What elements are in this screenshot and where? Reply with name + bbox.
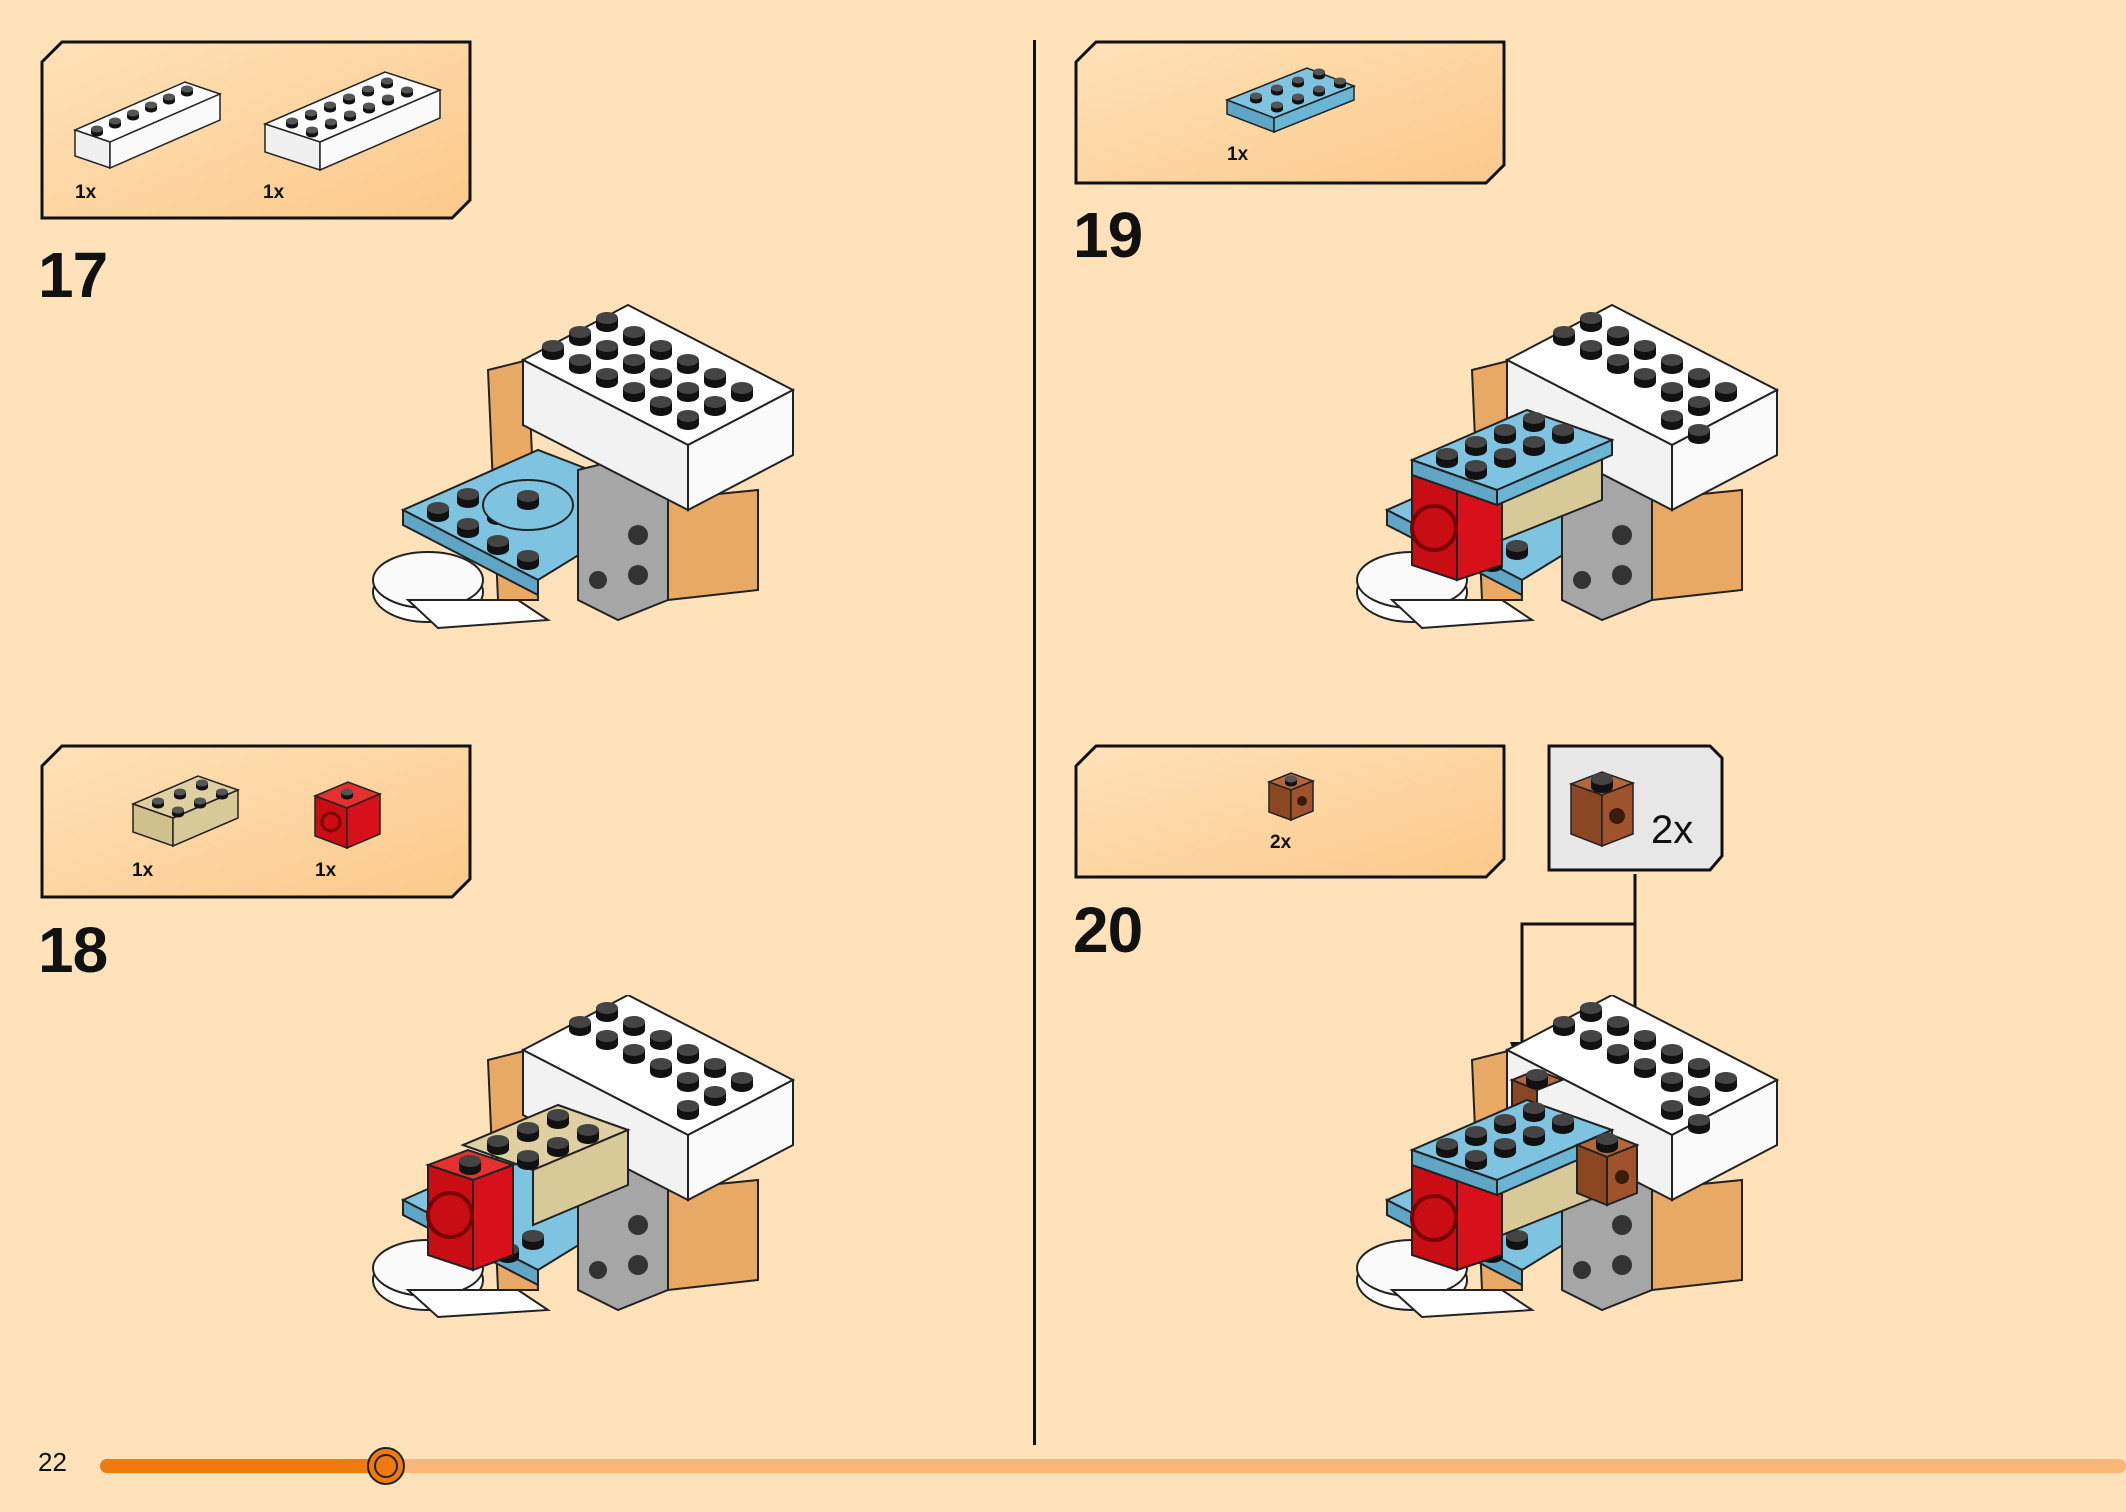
tan-brick-2x3-part <box>130 775 241 848</box>
step-number: 20 <box>1073 894 1143 966</box>
callout-frame <box>40 744 472 899</box>
page-number: 22 <box>38 1447 67 1477</box>
brown-technic-brick-part <box>1266 772 1316 822</box>
parts-callout-step-17: 1x 1x <box>40 40 472 220</box>
page-divider <box>1033 40 1036 1445</box>
subassembly-quantity: 2x <box>1651 808 1694 852</box>
parts-callout-step-20: 2x <box>1074 744 1506 879</box>
step-number: 19 <box>1073 199 1143 271</box>
white-brick-1x6-part <box>72 81 223 170</box>
progress-fill <box>100 1459 386 1473</box>
progress-bar <box>100 1447 2126 1485</box>
part-quantity: 1x <box>1227 144 1249 165</box>
part-quantity: 1x <box>315 860 337 881</box>
model-assembly-step-18 <box>372 995 796 1319</box>
progress-track <box>100 1459 2126 1473</box>
part-quantity: 2x <box>1270 832 1292 853</box>
subassembly-callout: 2x <box>1547 744 1724 874</box>
step-number: 18 <box>38 914 108 986</box>
step-number: 17 <box>38 239 108 311</box>
red-technic-brick-part <box>312 781 383 850</box>
model-assembly-step-19 <box>1356 303 1780 630</box>
model-assembly-step-20 <box>1356 995 1780 1319</box>
model-assembly-step-17 <box>372 303 796 630</box>
brown-technic-brick-icon <box>1568 771 1636 848</box>
parts-callout-step-19: 1x <box>1074 40 1506 185</box>
part-quantity: 1x <box>263 182 285 203</box>
progress-knob <box>367 1447 405 1485</box>
part-quantity: 1x <box>132 860 154 881</box>
parts-callout-step-18: 1x 1x <box>40 744 472 899</box>
part-quantity: 1x <box>75 182 97 203</box>
light-blue-plate-2x4-part <box>1224 67 1357 134</box>
white-brick-2x6-part <box>262 71 443 172</box>
